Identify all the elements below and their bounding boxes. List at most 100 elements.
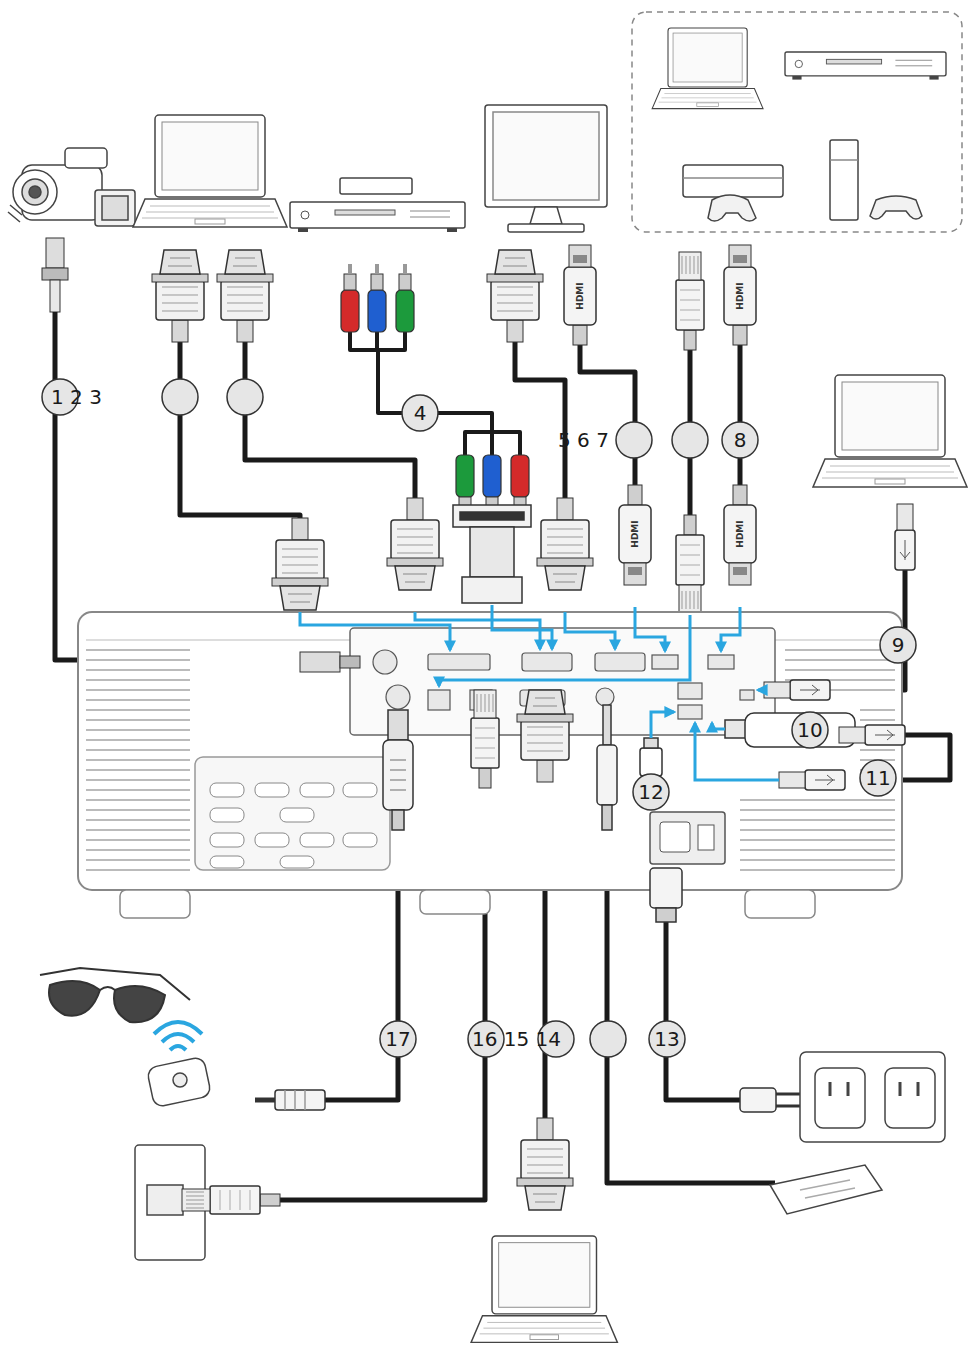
hdmi-connector bbox=[564, 245, 596, 345]
projector bbox=[386, 685, 410, 709]
callout-number: 4 bbox=[390, 401, 450, 425]
bnc-plug bbox=[300, 652, 340, 672]
callout-circle bbox=[590, 1021, 626, 1057]
cable bbox=[55, 312, 300, 660]
monitor bbox=[485, 105, 607, 232]
mini-din-plug bbox=[388, 710, 408, 740]
rj45-plug bbox=[676, 515, 704, 613]
dvd-player bbox=[340, 178, 412, 194]
audio-device bbox=[800, 1180, 855, 1198]
component-adapter bbox=[470, 527, 514, 577]
power-plug bbox=[656, 908, 676, 922]
callout-circle bbox=[672, 422, 708, 458]
component-adapter bbox=[453, 505, 531, 527]
cable bbox=[580, 345, 635, 485]
audio-plug bbox=[597, 745, 617, 805]
game-console bbox=[683, 177, 783, 179]
cable bbox=[55, 312, 950, 1200]
monitor bbox=[485, 105, 607, 207]
projector bbox=[420, 890, 490, 914]
component-adapter bbox=[453, 505, 531, 603]
camcorder bbox=[65, 148, 107, 168]
cable bbox=[245, 342, 415, 498]
projector bbox=[708, 655, 734, 669]
3d-emitter bbox=[146, 1056, 211, 1107]
audio-plug bbox=[597, 705, 617, 830]
usb-stick bbox=[640, 738, 662, 776]
callout-circle bbox=[162, 379, 198, 415]
game-console bbox=[830, 140, 858, 220]
projector bbox=[120, 890, 190, 918]
rj45-plug bbox=[471, 690, 499, 788]
callout-circle bbox=[616, 422, 652, 458]
mini-jack-plug bbox=[255, 1098, 275, 1103]
cable bbox=[180, 342, 300, 518]
connection-arrow bbox=[651, 712, 674, 738]
vga-connector bbox=[487, 250, 543, 342]
laptop bbox=[813, 375, 967, 487]
bnc-plug bbox=[42, 238, 68, 312]
callout-number: 9 bbox=[868, 633, 928, 657]
projector bbox=[300, 833, 334, 847]
rj45-plug bbox=[182, 1186, 280, 1214]
usb-dongle bbox=[725, 720, 747, 738]
camcorder bbox=[13, 170, 57, 214]
wall-outlet bbox=[800, 1052, 945, 1142]
3d-glasses bbox=[100, 987, 115, 990]
network-wall-plate bbox=[147, 1185, 183, 1215]
laptop bbox=[471, 1236, 617, 1342]
connection-arrow bbox=[721, 607, 740, 651]
projector bbox=[373, 650, 397, 674]
connection-arrow bbox=[695, 723, 779, 780]
projector bbox=[678, 683, 702, 699]
projector bbox=[255, 833, 289, 847]
usb-dongle bbox=[725, 713, 855, 747]
cable bbox=[666, 920, 740, 1100]
dvd-player bbox=[290, 178, 465, 232]
rca-plug bbox=[396, 264, 414, 332]
monitor bbox=[508, 224, 584, 232]
vga-connector bbox=[387, 498, 443, 590]
usb-stick bbox=[644, 738, 658, 748]
projector bbox=[78, 612, 902, 890]
callout-number: 5 6 7 bbox=[558, 428, 609, 452]
power-plug bbox=[650, 868, 682, 908]
projector bbox=[343, 833, 377, 847]
component-adapter bbox=[460, 512, 524, 520]
mini-jack-plug bbox=[275, 1090, 325, 1110]
3d-emitter bbox=[146, 1056, 211, 1107]
callout-circle bbox=[42, 379, 916, 1057]
monitor bbox=[530, 207, 562, 224]
projector bbox=[745, 890, 815, 918]
cable bbox=[738, 345, 743, 485]
projector bbox=[652, 655, 678, 669]
projector bbox=[428, 654, 490, 670]
usb-plug bbox=[839, 725, 905, 745]
audio-plug bbox=[603, 705, 611, 745]
dvi-connector bbox=[152, 250, 208, 342]
game-console bbox=[683, 165, 783, 197]
power-plug bbox=[740, 1088, 776, 1112]
connection-arrow bbox=[300, 612, 450, 650]
bnc-plug bbox=[340, 656, 360, 668]
3d-glasses bbox=[114, 986, 165, 1022]
mini-jack-plug bbox=[285, 1090, 305, 1110]
usb-plug bbox=[764, 680, 830, 700]
3d-emitter bbox=[173, 1073, 187, 1087]
projector bbox=[195, 757, 390, 870]
projector bbox=[210, 833, 244, 847]
projector bbox=[86, 650, 190, 870]
wireless-signal bbox=[154, 1022, 202, 1050]
camcorder bbox=[8, 205, 22, 222]
mini-din-plug bbox=[390, 760, 406, 790]
projector bbox=[650, 812, 725, 864]
projector bbox=[210, 808, 244, 822]
wall-outlet bbox=[885, 1068, 935, 1128]
cable bbox=[465, 432, 520, 457]
audio-device bbox=[770, 1165, 882, 1214]
component-adapter bbox=[462, 577, 522, 603]
wireless-signal bbox=[154, 1022, 202, 1034]
wall-outlet bbox=[800, 1052, 945, 1142]
cable bbox=[350, 332, 492, 432]
dvd-player bbox=[290, 202, 465, 232]
